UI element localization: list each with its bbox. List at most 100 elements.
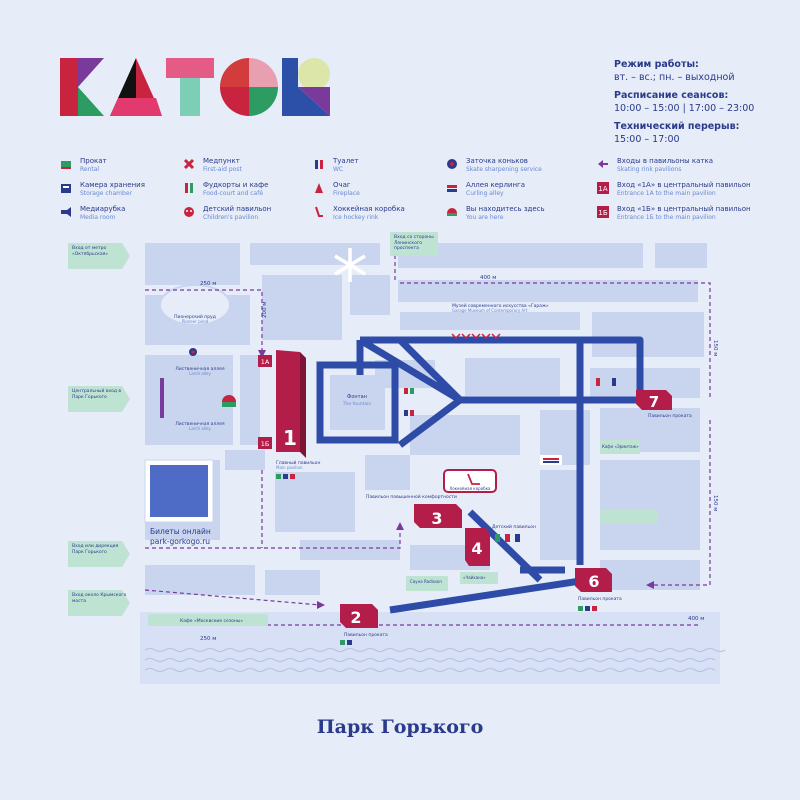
entrance-metro-label: Вход от метро «Октябрьская» — [72, 246, 109, 257]
svg-text:Хоккейная коробка: Хоккейная коробка — [449, 486, 491, 491]
fountain-label-en: The fountain — [342, 401, 372, 407]
garage-label-en: Garage Museum of Contemporary Art — [452, 308, 528, 313]
svg-text:«Чайхана»: «Чайхана» — [463, 575, 486, 580]
pavilion-1[interactable]: 1 Главный павильон Main pavilion — [276, 350, 320, 470]
fountain — [330, 375, 385, 430]
fountain-square — [316, 361, 399, 444]
badge-1b-icon: 1Б — [597, 206, 609, 218]
svg-text:Main pavilion: Main pavilion — [276, 465, 303, 470]
svg-text:Кафе «Эрмитаж»: Кафе «Эрмитаж» — [602, 444, 639, 449]
svg-text:Сауна Radisson: Сауна Radisson — [410, 579, 442, 584]
pavilion-6[interactable]: 6 Павильон проката — [575, 568, 622, 602]
svg-text:2: 2 — [350, 608, 361, 627]
tickets-block — [150, 465, 208, 517]
svg-text:Детский павильон: Детский павильон — [492, 523, 536, 530]
break-label: Технический перерыв: — [614, 121, 740, 132]
distance-label: 200 м — [262, 302, 268, 318]
sessions-value: 10:00 – 15:00 | 17:00 – 23:00 — [614, 103, 755, 114]
svg-text:Лиственичная аллея: Лиственичная аллея — [175, 421, 224, 427]
svg-text:Главный павильон: Главный павильон — [276, 459, 320, 466]
entrance-arrows — [258, 350, 654, 609]
you-are-here-marker — [222, 395, 236, 407]
hours-panel: Режим работы: вт. – вс.; пн. – выходной … — [614, 58, 794, 151]
pavilion-3[interactable]: 3 Павильон повышенной комфортности — [366, 493, 462, 528]
svg-text:Павильон проката: Павильон проката — [648, 413, 692, 419]
entrance-1a-badge[interactable] — [258, 355, 272, 367]
wc-icon — [315, 160, 323, 169]
entrance-central-label: Центральный вход в Парк Горького — [72, 389, 122, 400]
svg-text:Павильон проката: Павильон проката — [344, 632, 388, 638]
entrance-1b-badge[interactable] — [258, 437, 272, 449]
walking-paths — [144, 248, 711, 626]
hockey-icon — [315, 206, 323, 217]
media-icon — [61, 207, 71, 217]
entrance-leninsky-arrow[interactable] — [390, 232, 438, 256]
food-icon — [185, 183, 193, 193]
curling-chevrons — [451, 333, 501, 340]
sharpening-icon — [447, 159, 457, 169]
pavilion-2[interactable]: 2 Павильон проката — [340, 604, 388, 638]
fireplace-icon — [315, 183, 323, 193]
entrance-central-arrow[interactable] — [68, 386, 130, 412]
break-value: 15:00 – 17:00 — [614, 134, 680, 145]
rental-icon — [61, 161, 71, 169]
svg-text:1: 1 — [283, 426, 297, 450]
hockey-rink[interactable]: Хоккейная коробка — [443, 469, 497, 493]
svg-text:Larch alley: Larch alley — [189, 371, 211, 376]
work-hours-value: вт. – вс.; пн. – выходной — [614, 72, 735, 83]
svg-text:Павильон повышенной комфортнос: Павильон повышенной комфортности — [366, 493, 457, 500]
cafes: Кафе «Москвские сезоны» Сауна Radisson «… — [148, 440, 658, 626]
badge-1a-icon: 1А — [597, 182, 609, 194]
entrance-bridge-label: Вход около Крымского моста — [72, 593, 127, 604]
tickets-info: Билеты онлайн park-gorkogo.ru — [150, 527, 211, 547]
garage-label: Музей современного искусства «Гараж» — [452, 302, 549, 309]
entrance-directorate-arrow[interactable] — [68, 541, 130, 567]
curling-icon — [447, 185, 457, 192]
entrance-arrow-icon — [598, 160, 608, 168]
central-alley: Лиственичная аллея Larch alley Лиственич… — [160, 366, 225, 431]
svg-text:3: 3 — [431, 509, 442, 528]
distance-label: 150 м — [712, 340, 718, 356]
you-are-here-icon — [447, 208, 457, 216]
entrance-directorate-label: Вход или дирекция Парк Горького — [72, 544, 119, 555]
svg-text:7: 7 — [649, 393, 659, 411]
svg-text:Кафе «Москвские сезоны»: Кафе «Москвские сезоны» — [180, 618, 243, 624]
entrance-leninsky-label: Вход со стороны Ленинского проспекта — [394, 235, 434, 251]
storage-icon — [61, 184, 71, 193]
svg-text:4: 4 — [471, 539, 482, 558]
entrance-metro-arrow[interactable] — [68, 243, 130, 269]
svg-text:6: 6 — [588, 572, 599, 591]
fountain-label: Фонтан — [347, 394, 367, 400]
svg-text:1А: 1А — [261, 358, 270, 366]
svg-text:Пионерский пруд: Пионерский пруд — [174, 313, 216, 320]
svg-text:Павильон проката: Павильон проката — [578, 596, 622, 602]
katok-logo — [60, 58, 330, 116]
svg-text:Pioneer pond: Pioneer pond — [182, 319, 209, 324]
tickets-url[interactable]: park-gorkogo.ru — [150, 537, 211, 546]
pavilion-4[interactable]: 4 Детский павильон — [465, 523, 536, 566]
amenity-markers — [189, 348, 616, 645]
distance-label: 250 м — [200, 281, 216, 287]
tickets-title: Билеты онлайн — [150, 527, 211, 536]
entrance-bridge-arrow[interactable] — [68, 590, 130, 616]
svg-text:1Б: 1Б — [598, 209, 607, 217]
first-aid-icon — [183, 158, 195, 170]
svg-text:Larch alley: Larch alley — [189, 426, 211, 431]
svg-text:Лиственичная аллея: Лиственичная аллея — [175, 366, 224, 372]
curling-alley — [540, 455, 562, 465]
park-name-footer: Парк Горького — [316, 716, 484, 738]
pavilion-7[interactable]: 7 Павильон проката — [636, 390, 692, 419]
